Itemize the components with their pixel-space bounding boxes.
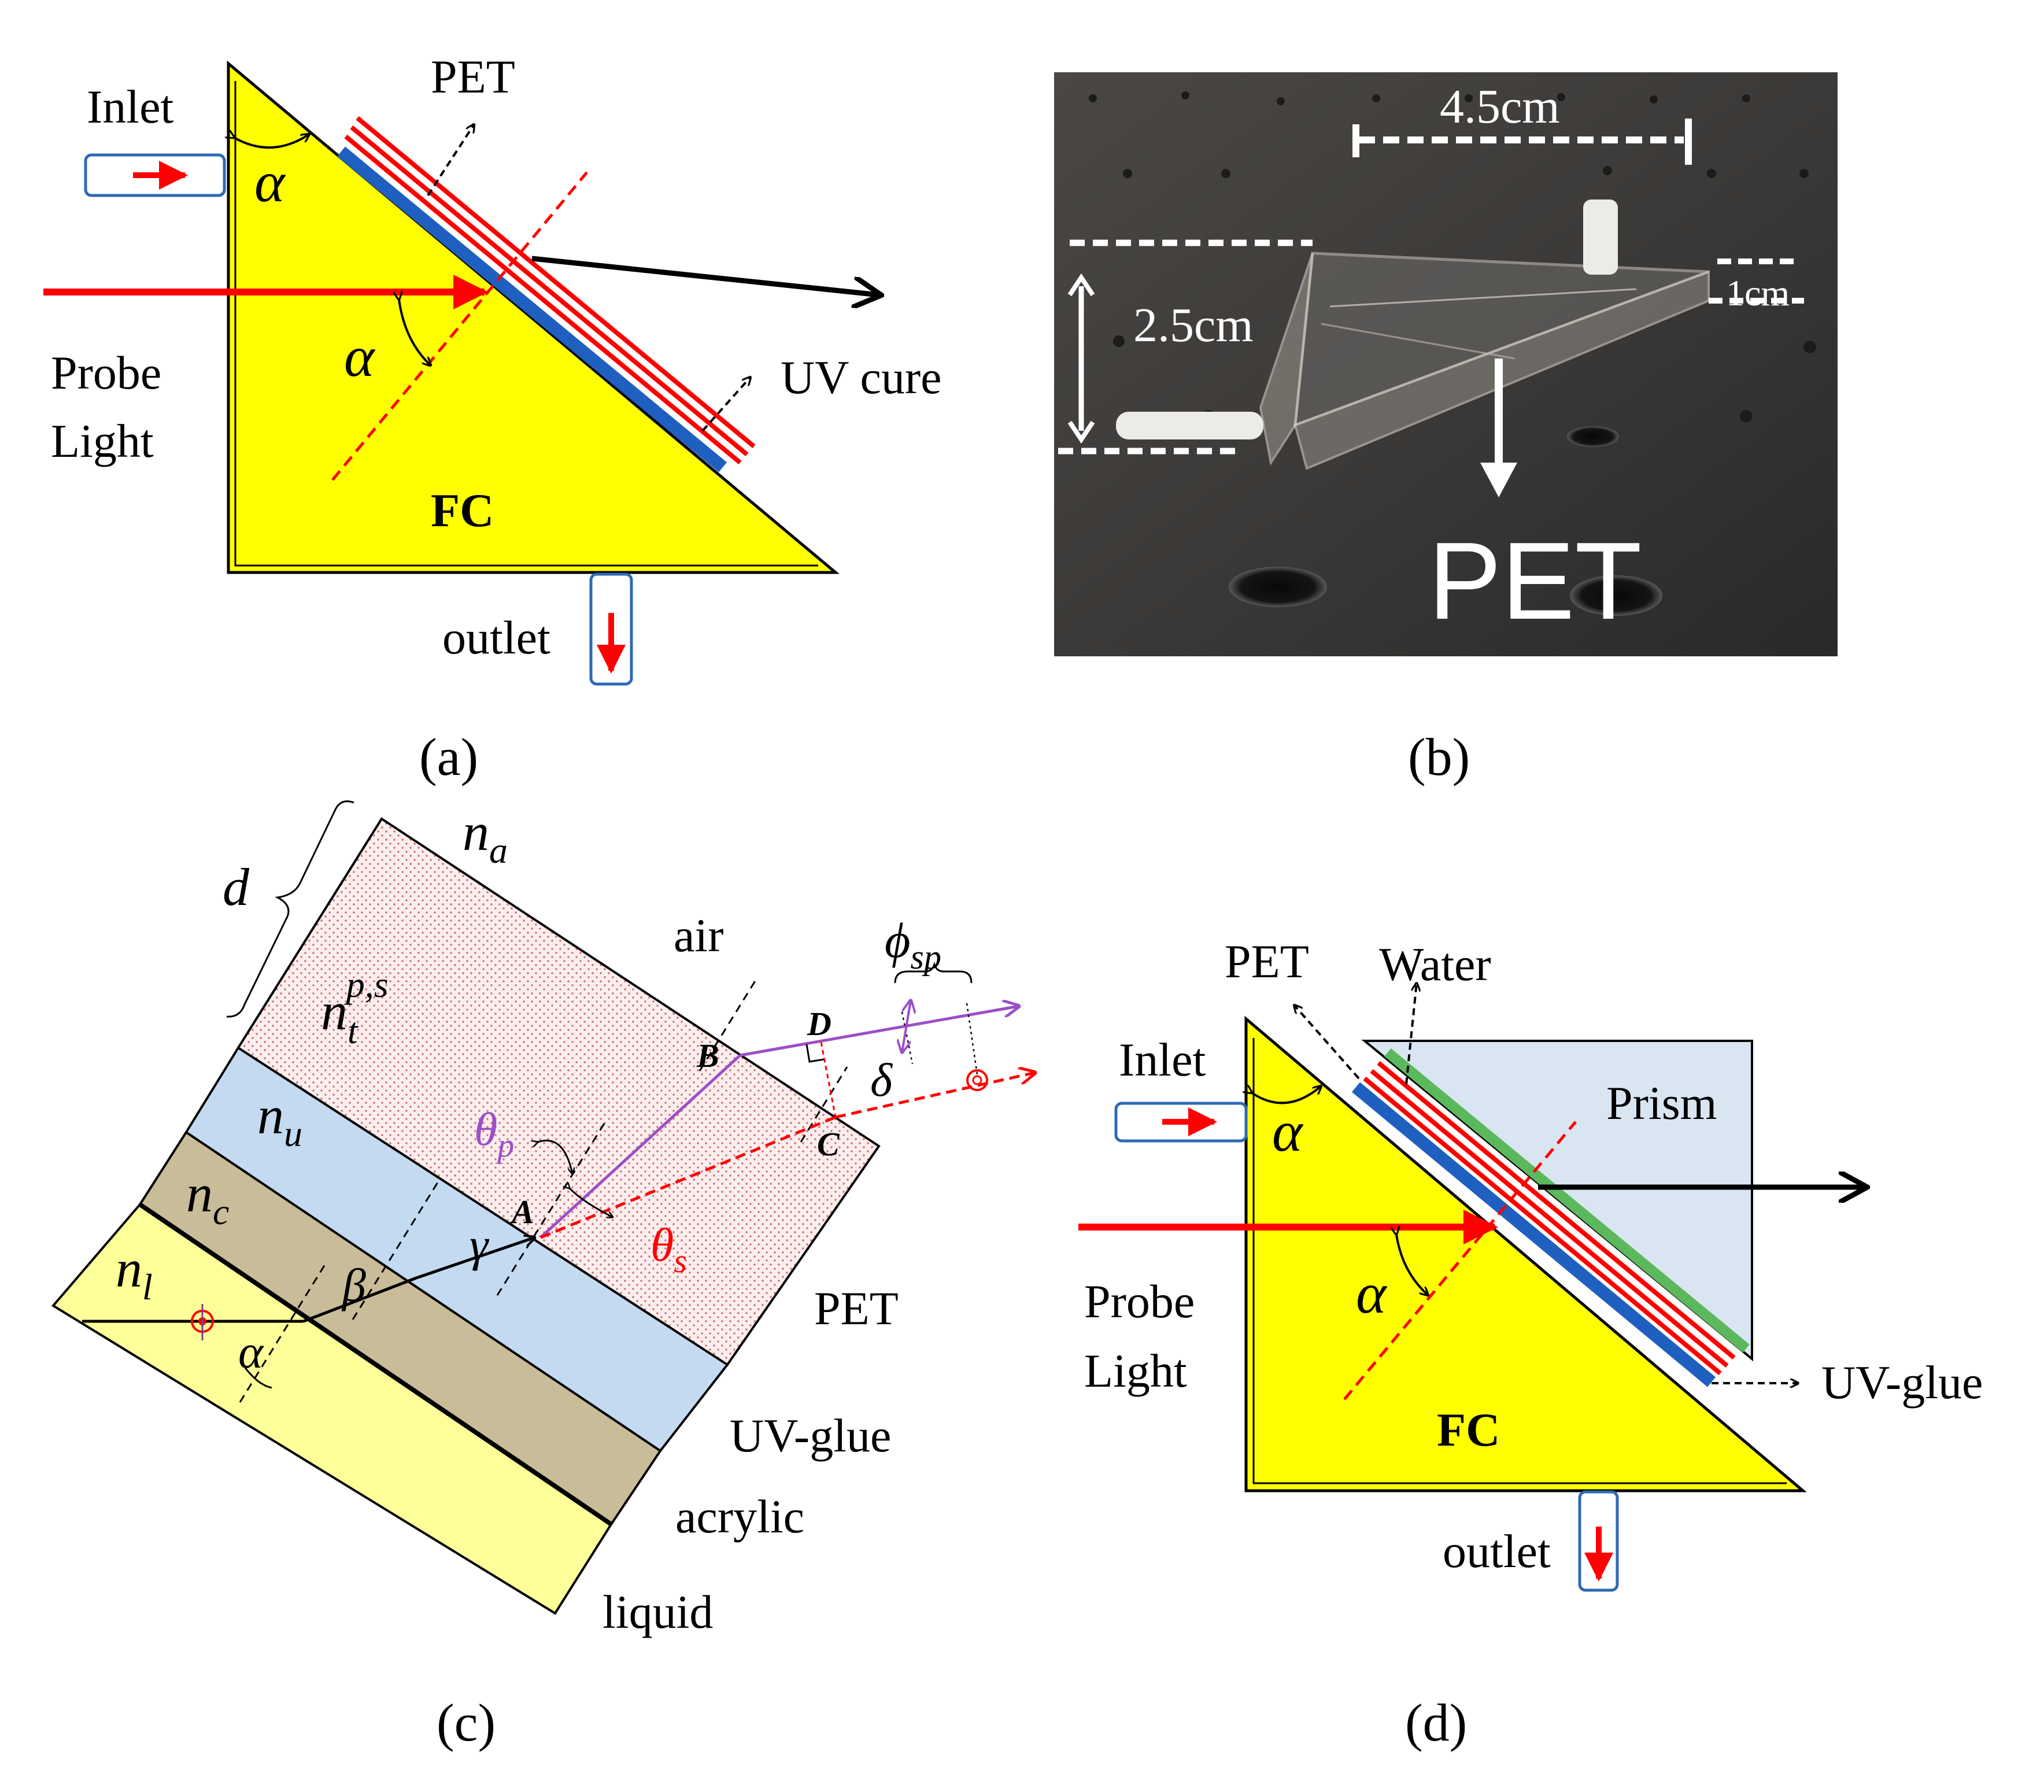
outlet-label-d: outlet: [1443, 1525, 1551, 1577]
liquid-label: liquid: [603, 1586, 713, 1638]
p-ray-out: [740, 1006, 1019, 1057]
prism-label: Prism: [1606, 1077, 1717, 1129]
alpha-arc-top: [234, 134, 309, 149]
alpha-label-top: α: [254, 150, 286, 214]
point-c-label: C: [817, 1125, 840, 1163]
fc-label: FC: [431, 484, 494, 537]
air-label: air: [674, 909, 723, 962]
fc-label-d: FC: [1437, 1403, 1500, 1456]
probe-label-d: Probe: [1084, 1275, 1195, 1328]
pet-pointer: [427, 124, 474, 197]
pet-layer-red-1: [344, 134, 742, 465]
beta-label: β: [341, 1259, 366, 1311]
caption-d: (d): [1405, 1693, 1467, 1752]
blue-layer: [337, 146, 727, 472]
pet-pointer-d: [1294, 1005, 1360, 1080]
pet-label: PET: [431, 50, 515, 103]
dim-length-label: 4.5cm: [1440, 80, 1560, 134]
top-tube: [1583, 199, 1618, 275]
delta-label: δ: [870, 1054, 893, 1106]
normal-line-d: [1343, 1121, 1577, 1401]
alpha-label-mid: α: [344, 324, 376, 389]
red-layer-d3: [1377, 1061, 1736, 1360]
dim-height-label: 2.5cm: [1133, 298, 1254, 352]
p-polarization: [902, 1000, 911, 1052]
normal-line: [331, 171, 588, 481]
outlet-label: outlet: [442, 611, 550, 664]
alpha-arc-mid: [399, 300, 431, 365]
uv-cure-label: UV cure: [781, 351, 942, 404]
panel-c: d na ntp,s nu nc nl air PET UV-glue acry…: [51, 800, 1035, 1752]
s-polarization-out: [966, 1069, 988, 1091]
green-layer: [1384, 1048, 1750, 1353]
theta-s-label: θs: [650, 1218, 687, 1280]
water-label: Water: [1379, 938, 1491, 991]
table-hole: [1570, 575, 1662, 616]
fc-triangle: [227, 60, 840, 574]
red-layer-d2: [1370, 1069, 1729, 1368]
n-a-label: na: [463, 803, 508, 871]
dim-depth-label: 1cm: [1726, 272, 1790, 313]
point-b-label: B: [696, 1037, 719, 1074]
gamma-label: γ: [470, 1218, 490, 1271]
phi-bracket: [894, 962, 973, 984]
panel-b-photo: 4.5cm 2.5cm 1cm PET (b): [1054, 72, 1838, 786]
acrylic-ray: [303, 1276, 417, 1323]
caption-b: (b): [1408, 727, 1470, 786]
caption-a: (a): [419, 727, 478, 786]
side-tube: [1116, 412, 1263, 439]
s-ray-out: [835, 1073, 1035, 1119]
light-label: Light: [51, 415, 154, 467]
phi-label: ϕsp: [885, 912, 941, 976]
glue-ray: [416, 1237, 535, 1280]
table-hole: [1229, 567, 1327, 607]
inlet-label: Inlet: [87, 80, 173, 133]
pet-layer-red-2: [350, 125, 749, 457]
red-layer-d1: [1363, 1076, 1722, 1376]
fc-triangle-d: [1244, 1015, 1807, 1492]
point-a-label: A: [510, 1193, 534, 1231]
alpha-label-d2: α: [1356, 1261, 1388, 1325]
n-t-label: ntp,s: [321, 964, 389, 1051]
n-c-label: nc: [186, 1164, 229, 1232]
panel-a: Inlet PET α α Probe Light UV cure FC out…: [43, 50, 942, 786]
d-label: d: [223, 858, 250, 917]
n-l-label: nl: [116, 1239, 153, 1307]
probe-label: Probe: [51, 346, 161, 399]
uv-cure-pointer: [701, 377, 751, 432]
alpha-label-d1: α: [1272, 1099, 1304, 1163]
acrylic-label: acrylic: [675, 1490, 804, 1543]
dimension-length: [1352, 119, 1692, 165]
n-u-label: nu: [257, 1086, 302, 1154]
blue-layer-d: [1351, 1082, 1716, 1387]
uv-glue-label-d: UV-glue: [1821, 1356, 1983, 1409]
water-pointer-d: [1405, 983, 1417, 1085]
theta-p-label: θp: [474, 1103, 514, 1164]
caption-c: (c): [437, 1693, 496, 1752]
pet-photo-label: PET: [1428, 520, 1642, 642]
pet-label-d: PET: [1225, 935, 1309, 988]
pet-label-c: PET: [814, 1282, 899, 1335]
acrylic-cell-front: [1259, 253, 1314, 466]
pet-layer: [236, 817, 881, 1366]
pet-layer-red-3: [356, 116, 756, 449]
table-hole: [1567, 426, 1619, 447]
reflected-beam: [531, 256, 879, 295]
light-label-d: Light: [1084, 1344, 1187, 1397]
point-d-label: D: [807, 1005, 831, 1043]
d-bracket: [226, 800, 354, 1018]
uv-glue-label-c: UV-glue: [730, 1409, 891, 1462]
inlet-label-d: Inlet: [1119, 1033, 1206, 1086]
panel-d: PET Water Inlet Prism α α Probe Light FC…: [1078, 935, 1983, 1752]
alpha-label-c: α: [238, 1325, 264, 1378]
